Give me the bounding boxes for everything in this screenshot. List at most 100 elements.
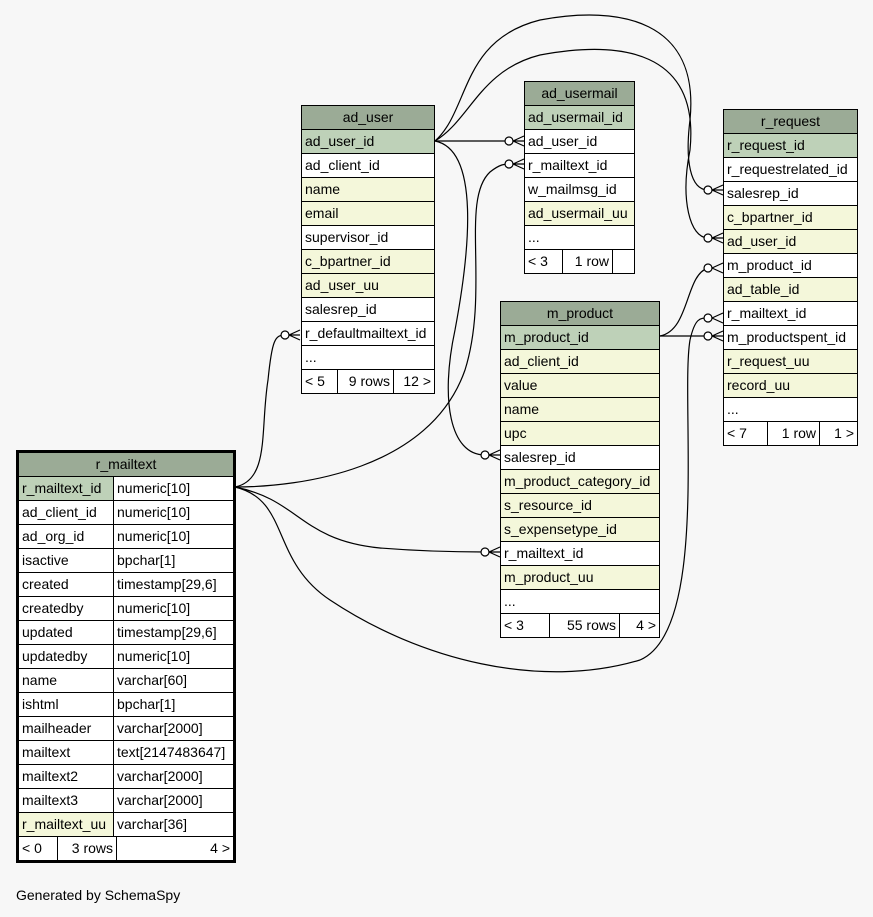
- parents-count[interactable]: < 0: [19, 837, 58, 860]
- column-name[interactable]: r_mailtext_uu: [19, 813, 114, 836]
- column-row[interactable]: name: [501, 398, 659, 422]
- children-count[interactable]: 4 >: [210, 840, 230, 856]
- column-name[interactable]: ishtml: [19, 693, 114, 716]
- generator-credit[interactable]: Generated by SchemaSpy: [16, 887, 181, 903]
- column-row[interactable]: r_request_id: [724, 134, 857, 158]
- column-row[interactable]: record_uu: [724, 374, 857, 398]
- edge-ad-user-to-request-salesrep: [434, 14, 709, 191]
- parents-count[interactable]: < 7: [724, 422, 768, 445]
- column-row: ...: [525, 226, 634, 250]
- table-ad-usermail[interactable]: ad_usermail ad_usermail_id ad_user_id r_…: [524, 81, 635, 274]
- column-row[interactable]: ad_usermail_id: [525, 106, 634, 130]
- column-row[interactable]: value: [501, 374, 659, 398]
- column-row[interactable]: ad_usermail_uu: [525, 202, 634, 226]
- column-row[interactable]: s_expensetype_id: [501, 518, 659, 542]
- row-count: 3 rows: [58, 837, 117, 860]
- column-name[interactable]: name: [19, 669, 114, 692]
- column-row[interactable]: r_mailtext_id: [724, 302, 857, 326]
- column-row[interactable]: ad_client_id: [501, 350, 659, 374]
- children-count[interactable]: 4 >: [636, 617, 656, 633]
- edge-mailtext-to-usermail: [234, 163, 510, 488]
- column-row[interactable]: r_mailtext_id: [501, 542, 659, 566]
- column-row[interactable]: m_product_id: [501, 326, 659, 350]
- table-title[interactable]: m_product: [501, 302, 659, 326]
- children-count[interactable]: [613, 250, 634, 273]
- column-type: varchar[60]: [114, 669, 233, 692]
- column-row[interactable]: salesrep_id: [724, 182, 857, 206]
- column-type: bpchar[1]: [114, 693, 233, 716]
- row-count: 55 rows: [550, 614, 620, 637]
- column-row[interactable]: upc: [501, 422, 659, 446]
- column-name[interactable]: ad_org_id: [19, 525, 114, 548]
- column-row[interactable]: ad_user_id: [525, 130, 634, 154]
- column-row[interactable]: ad_user_uu: [302, 274, 434, 298]
- parents-count[interactable]: < 3: [501, 614, 550, 637]
- children-count[interactable]: 1 >: [834, 425, 854, 441]
- edge-mailtext-to-aduser-default: [234, 334, 286, 488]
- column-row[interactable]: m_productspent_id: [724, 326, 857, 350]
- column-row[interactable]: m_product_uu: [501, 566, 659, 590]
- column-type: bpchar[1]: [114, 549, 233, 572]
- column-type: timestamp[29,6]: [114, 573, 233, 596]
- column-row[interactable]: r_requestrelated_id: [724, 158, 857, 182]
- table-title[interactable]: r_mailtext: [19, 453, 233, 477]
- table-m-product[interactable]: m_product m_product_id ad_client_id valu…: [500, 301, 660, 638]
- column-row[interactable]: r_mailtext_id: [525, 154, 634, 178]
- row-count: 9 rows: [338, 370, 394, 393]
- row-count: 1 row: [563, 250, 613, 273]
- column-name[interactable]: mailtext3: [19, 789, 114, 812]
- column-name[interactable]: created: [19, 573, 114, 596]
- parents-count[interactable]: < 5: [302, 370, 338, 393]
- column-name[interactable]: mailheader: [19, 717, 114, 740]
- column-row[interactable]: salesrep_id: [302, 298, 434, 322]
- column-row[interactable]: salesrep_id: [501, 446, 659, 470]
- table-footer: < 0 3 rows 4 >: [19, 837, 233, 860]
- table-r-request[interactable]: r_request r_request_id r_requestrelated_…: [723, 109, 858, 446]
- column-row[interactable]: r_request_uu: [724, 350, 857, 374]
- column-row[interactable]: ad_user_id: [302, 130, 434, 154]
- table-title[interactable]: r_request: [724, 110, 857, 134]
- column-name[interactable]: isactive: [19, 549, 114, 572]
- column-type: varchar[36]: [114, 813, 233, 836]
- column-row[interactable]: name: [302, 178, 434, 202]
- column-row[interactable]: ad_client_id: [302, 154, 434, 178]
- parents-count[interactable]: < 3: [525, 250, 563, 273]
- column-type: numeric[10]: [114, 597, 233, 620]
- column-name[interactable]: createdby: [19, 597, 114, 620]
- column-row[interactable]: r_defaultmailtext_id: [302, 322, 434, 346]
- column-row[interactable]: c_bpartner_id: [302, 250, 434, 274]
- column-row[interactable]: ad_table_id: [724, 278, 857, 302]
- column-type: varchar[2000]: [114, 765, 233, 788]
- table-title[interactable]: ad_usermail: [525, 82, 634, 106]
- column-name[interactable]: mailtext: [19, 741, 114, 764]
- column-type: numeric[10]: [114, 525, 233, 548]
- column-name[interactable]: ad_client_id: [19, 501, 114, 524]
- column-row[interactable]: m_product_id: [724, 254, 857, 278]
- column-name[interactable]: mailtext2: [19, 765, 114, 788]
- column-row[interactable]: s_resource_id: [501, 494, 659, 518]
- column-row: ...: [302, 346, 434, 370]
- column-row: ...: [724, 398, 857, 422]
- column-type: numeric[10]: [114, 501, 233, 524]
- table-footer: < 7 1 row 1 >: [724, 422, 857, 445]
- column-type: numeric[10]: [114, 645, 233, 668]
- column-name[interactable]: r_mailtext_id: [19, 477, 114, 500]
- column-name[interactable]: updatedby: [19, 645, 114, 668]
- column-row[interactable]: w_mailmsg_id: [525, 178, 634, 202]
- edge-mailtext-to-product: [234, 486, 486, 553]
- column-row[interactable]: supervisor_id: [302, 226, 434, 250]
- column-type: timestamp[29,6]: [114, 621, 233, 644]
- column-name[interactable]: updated: [19, 621, 114, 644]
- column-row[interactable]: ad_user_id: [724, 230, 857, 254]
- column-row: ...: [501, 590, 659, 614]
- table-title[interactable]: ad_user: [302, 106, 434, 130]
- column-type: numeric[10]: [114, 477, 233, 500]
- children-count[interactable]: 12 >: [403, 373, 431, 389]
- column-row[interactable]: email: [302, 202, 434, 226]
- table-ad-user[interactable]: ad_user ad_user_id ad_client_id name ema…: [301, 105, 435, 394]
- column-row[interactable]: c_bpartner_id: [724, 206, 857, 230]
- table-footer: < 3 55 rows 4 >: [501, 614, 659, 637]
- column-row[interactable]: m_product_category_id: [501, 470, 659, 494]
